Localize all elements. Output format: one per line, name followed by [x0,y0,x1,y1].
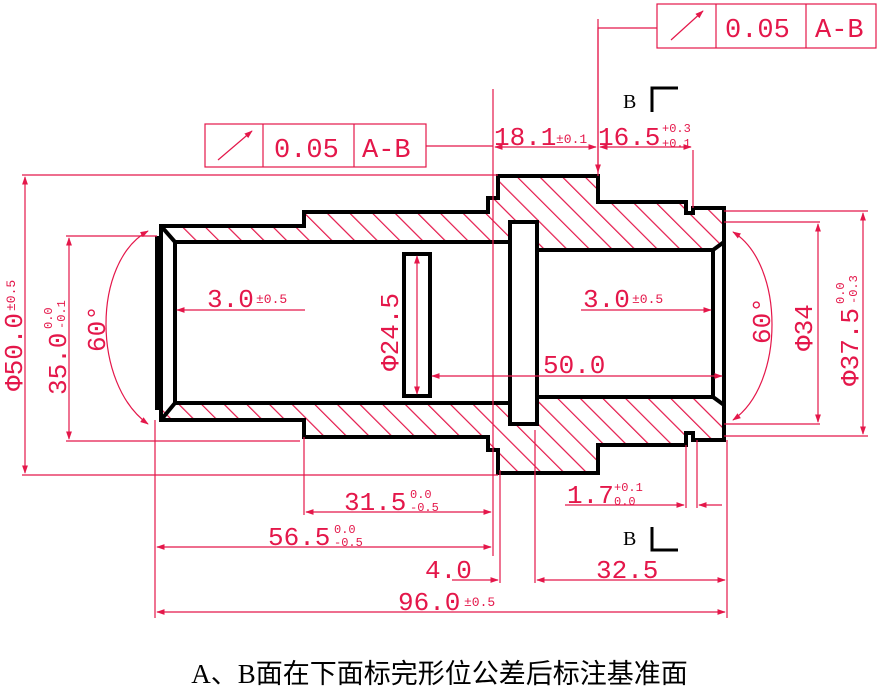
dim-16-5-tol-lo: +0.1 [662,137,691,151]
gdt-top-tolerance: 0.05 [725,16,790,46]
gdt-frame-left: 0.05 A-B [204,123,427,168]
dim-1-7-tol-lo: 0.0 [614,495,636,509]
dim-3-0-left: 3.0 [207,285,254,315]
runout-arrow-icon [217,130,253,161]
dim-96-0-tol: ±0.5 [464,595,495,610]
dimension-texts: 18.1 ±0.1 16.5 +0.3 +0.1 Φ50.0 ±0.5 35.0… [0,122,866,618]
section-hatching [157,176,724,473]
dim-16-5-tol-up: +0.3 [662,122,691,136]
dim-3-0-right: 3.0 [583,285,630,315]
dim-31-5: 31.5 [344,488,406,518]
dim-35-0: 35.0 [44,333,74,395]
gdt-frame-top: 0.05 A-B [656,3,877,49]
gdt-left-tolerance: 0.05 [274,136,339,166]
dim-phi-50: Φ50.0 [0,313,30,391]
dim-1-7: 1.7 [567,481,614,511]
dim-32-5: 32.5 [596,556,658,586]
part-outline [155,174,726,475]
runout-arrow-icon [670,10,704,41]
dim-phi-37-5: Φ37.5 [836,308,866,386]
dim-3-0-right-tol: ±0.5 [632,292,663,307]
dim-31-5-tol-lo: -0.5 [410,501,439,515]
dim-16-5: 16.5 [598,123,660,153]
dim-18-1-tol: ±0.1 [556,132,587,147]
dim-phi-37-5-tol-lo: -0.3 [847,275,861,304]
dim-angle-right: 60° [748,297,778,344]
dim-56-5-tol-up: 0.0 [334,523,356,537]
dim-18-1: 18.1 [494,123,556,153]
dim-phi-37-5-tol-up: 0.0 [834,282,848,304]
gdt-left-datum: A-B [362,136,411,166]
dim-4-0: 4.0 [425,556,472,586]
gdt-top-datum: A-B [815,16,864,46]
dim-3-0-left-tol: ±0.5 [256,292,287,307]
dimension-lines [22,19,868,618]
dim-56-5-tol-lo: -0.5 [334,536,363,550]
section-mark-bottom: B [623,527,678,552]
dim-35-0-tol-lo: -0.1 [55,300,69,329]
dim-phi-50-tol: ±0.5 [4,280,19,311]
svg-text:B: B [623,528,636,550]
dim-angle-left: 60° [83,305,113,352]
dim-phi-34: Φ34 [790,304,820,351]
section-mark-top: B [623,86,678,113]
svg-text:B: B [623,91,636,113]
dim-50-0: 50.0 [543,351,605,381]
dim-56-5: 56.5 [268,523,330,553]
dim-35-0-tol-up: 0.0 [42,307,56,329]
dim-1-7-tol-up: +0.1 [614,481,643,495]
caption: A、B面在下面标完形位公差后标注基准面 [191,659,688,689]
dim-96-0: 96.0 [398,588,460,618]
dim-phi-24-5: Φ24.5 [376,293,406,371]
dim-31-5-tol-up: 0.0 [410,488,432,502]
